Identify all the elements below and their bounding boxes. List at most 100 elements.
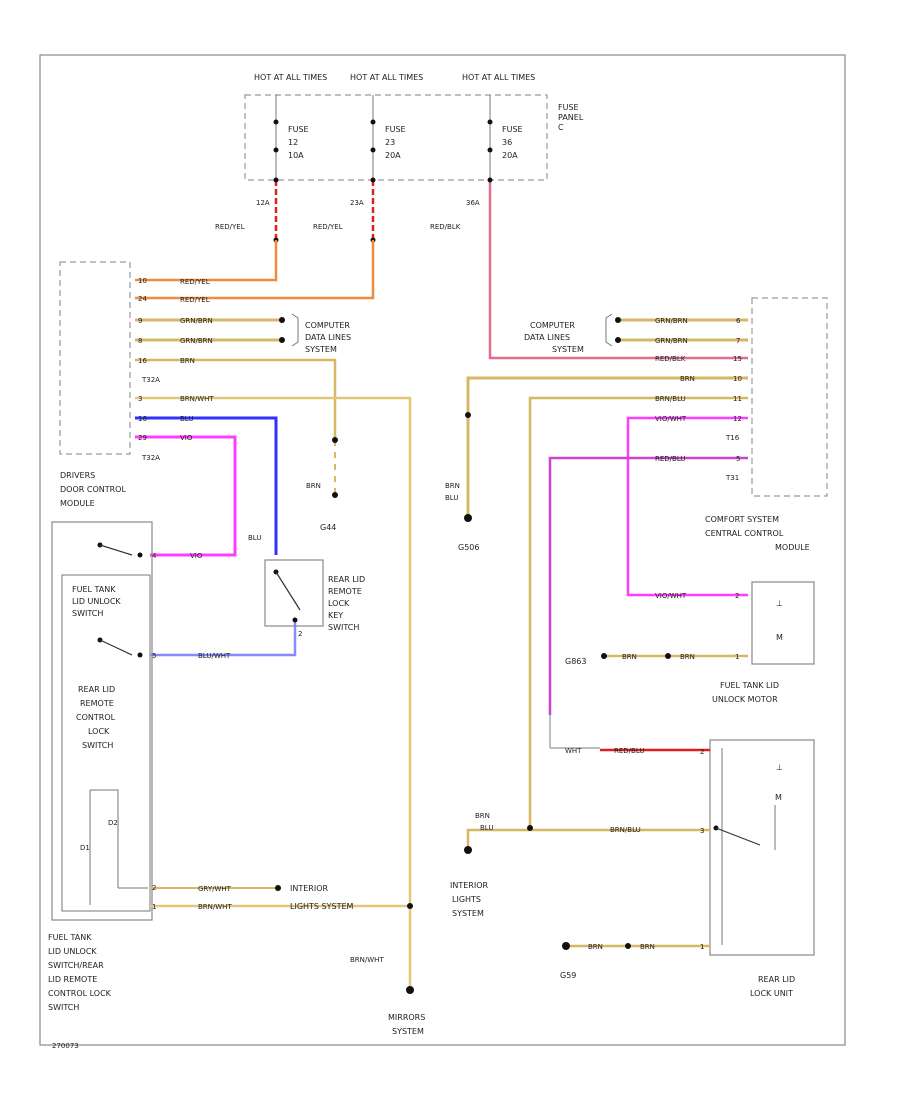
driver-wires [135,240,414,994]
switch-assembly-label-2: LID UNLOCK [48,947,97,956]
driver-door-label-3: MODULE [60,499,95,508]
mirror-wire-label: BRN/WHT [350,956,384,964]
motor-pin-1: 1 [735,653,739,661]
rear-lid-lock-label-1: REAR LID [758,975,795,984]
svg-text:15: 15 [733,355,742,363]
rear-lid-control-label-4: LOCK [88,727,110,736]
svg-text:7: 7 [736,337,740,345]
rear-lid-key-label-5: SWITCH [328,623,359,632]
ground-g863-label: G863 [565,657,586,666]
comfort-module-box [751,297,828,497]
switch-assembly-label-3: SWITCH/REAR [48,961,104,970]
ground-g506-label: G506 [458,543,479,552]
motor-wires [601,653,748,659]
svg-text:BLU: BLU [180,415,193,423]
hot-label-3: HOT AT ALL TIMES [462,73,535,82]
data-lines-left-3: SYSTEM [305,345,337,354]
switch-assembly-label-4: LID REMOTE [48,975,97,984]
fuse-12-amp: 10A [288,151,304,160]
svg-text:GRY/WHT: GRY/WHT [198,885,232,893]
svg-text:11: 11 [733,395,742,403]
fuse-panel-label-2: PANEL [558,113,584,122]
svg-text:VIO: VIO [190,552,203,560]
switch-assembly-box [51,521,153,921]
svg-text:BRN/WHT: BRN/WHT [198,903,232,911]
driver-conn-a: T32A [141,376,160,384]
svg-text:10: 10 [733,375,742,383]
diode-path [90,789,119,820]
lock-wire-brn: BRN [475,812,490,820]
svg-text:2: 2 [152,884,156,892]
svg-text:3: 3 [138,395,142,403]
rear-lid-key-label-3: LOCK [328,599,350,608]
ground-g44-label: G44 [320,523,336,532]
svg-text:5: 5 [736,455,740,463]
lock-wire-red-blu: RED/BLU [614,747,645,755]
lock-wire-wht: WHT [565,747,582,755]
svg-text:RED/YEL: RED/YEL [180,278,210,286]
key-switch-pin: 2 [298,630,302,638]
rear-lid-key-switch-contact [273,569,301,623]
wire-label-red-blk: RED/BLK [430,223,461,231]
fuel-lid-motor-label-1: FUEL TANK LID [720,681,779,690]
svg-text:6: 6 [736,317,741,325]
svg-text:10: 10 [138,277,147,285]
fuse-outputs: 12A 23A 36A RED/YEL RED/YEL RED/BLK [215,177,493,355]
fuel-lid-switch-label-1: FUEL TANK [72,585,116,594]
svg-text:29: 29 [138,434,147,442]
circuit-12a: 12A [256,199,270,207]
fuse-23-name: FUSE [385,125,406,134]
comfort-wires [464,317,748,828]
hot-labels: HOT AT ALL TIMES HOT AT ALL TIMES HOT AT… [254,73,535,82]
rear-lid-key-switch-box [264,559,324,627]
comfort-label-1: COMFORT SYSTEM [705,515,779,524]
wire-label-red-yel-2: RED/YEL [313,223,343,231]
fuse-12-num: 12 [288,138,298,147]
diode-label-1: D1 [80,844,90,852]
lock-wire-blu: BLU [480,824,493,832]
data-lines-right-3: SYSTEM [552,345,584,354]
fuse-36-num: 36 [502,138,512,147]
svg-text:16: 16 [138,415,147,423]
svg-text:9: 9 [138,317,142,325]
wire-label-red-yel-1: RED/YEL [215,223,245,231]
svg-text:GRN/BRN: GRN/BRN [180,317,213,325]
svg-text:GRN/BRN: GRN/BRN [180,337,213,345]
comfort-wire-color-labels: GRN/BRN GRN/BRN RED/BLK BRN BRN/BLU VIO/… [445,317,695,502]
lock-switch-contact [713,805,776,850]
driver-wire-color-labels: RED/YEL RED/YEL GRN/BRN GRN/BRN BRN BRN/… [180,278,321,560]
rear-lid-control-label-2: REMOTE [80,699,114,708]
svg-text:1: 1 [152,903,156,911]
comfort-conn-a: T16 [725,434,740,442]
fuel-lid-switch-label-3: SWITCH [72,609,103,618]
comfort-label-3: MODULE [775,543,810,552]
svg-text:RED/BLU: RED/BLU [655,455,686,463]
svg-text:GRN/BRN: GRN/BRN [655,337,688,345]
lock-symbol-m: M [775,793,782,802]
svg-text:BRN/WHT: BRN/WHT [180,395,214,403]
rear-lid-control-label-3: CONTROL [76,713,116,722]
switch-assembly-label-5: CONTROL LOCK [48,989,112,998]
diagram-frame [39,54,846,1046]
motor-wire-brn-2: BRN [680,653,695,661]
fuse-36-amp: 20A [502,151,518,160]
diode-label-2: D2 [108,819,118,827]
svg-text:8: 8 [138,337,142,345]
svg-text:RED/YEL: RED/YEL [180,296,210,304]
data-lines-right-1: COMPUTER [530,321,575,330]
svg-text:4: 4 [152,552,157,560]
driver-pin-labels: 10 24 9 8 16 3 16 29 [138,277,147,442]
switch-pin-labels: 4 5 2 1 [152,552,157,911]
data-lines-right-2: DATA LINES [524,333,570,342]
driver-door-module-box [59,261,131,455]
fuse-panel-label-3: C [558,123,564,132]
rear-lid-key-label-2: REMOTE [328,587,362,596]
circuit-23a: 23A [350,199,364,207]
rear-lid-key-label-1: REAR LID [328,575,365,584]
mirrors-label-2: SYSTEM [392,1027,424,1036]
rear-lid-lock-box [709,739,815,956]
fuse-12: FUSE 12 10A [273,95,309,180]
svg-text:24: 24 [138,295,147,303]
fuel-lid-motor-box [751,581,815,665]
